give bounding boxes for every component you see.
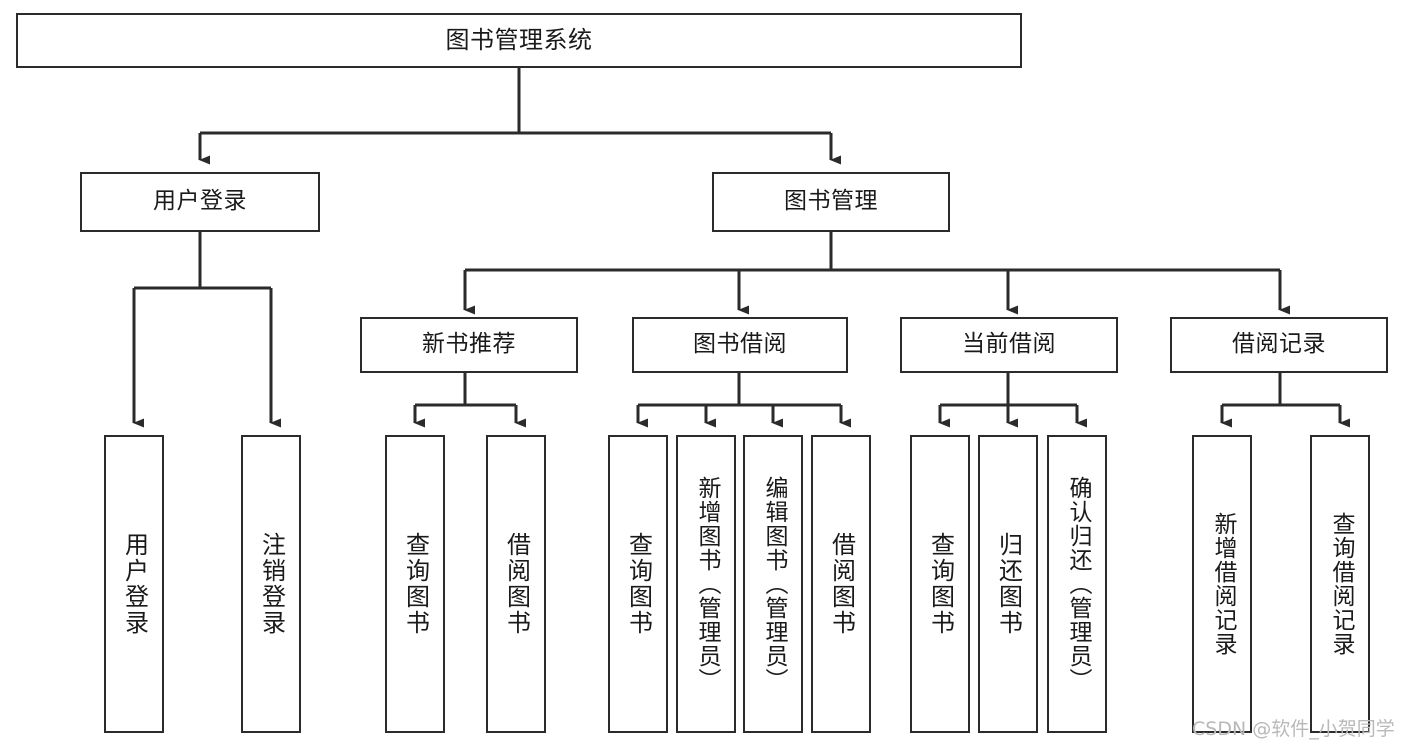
node-leaf-confirm-return-label: 确认归还（管理员） <box>1064 476 1091 692</box>
node-root[interactable]: 图书管理系统 <box>16 13 1022 68</box>
node-leaf-query-record[interactable]: 查询借阅记录 <box>1310 435 1370 733</box>
node-leaf-query-book-1[interactable]: 查询图书 <box>385 435 445 733</box>
node-leaf-query-book-1-label: 查询图书 <box>401 532 430 636</box>
node-leaf-borrow-book-2[interactable]: 借阅图书 <box>811 435 871 733</box>
node-leaf-query-record-label: 查询借阅记录 <box>1327 512 1354 656</box>
node-new-book-recommend-label: 新书推荐 <box>422 331 516 358</box>
node-user-login-label: 用户登录 <box>153 188 247 215</box>
node-book-manage-label: 图书管理 <box>784 188 878 215</box>
node-leaf-add-book-label: 新增图书（管理员） <box>693 476 720 692</box>
node-user-login[interactable]: 用户登录 <box>80 172 320 232</box>
node-leaf-add-record[interactable]: 新增借阅记录 <box>1192 435 1252 733</box>
node-book-manage[interactable]: 图书管理 <box>712 172 950 232</box>
node-leaf-query-book-2[interactable]: 查询图书 <box>608 435 668 733</box>
node-new-book-recommend[interactable]: 新书推荐 <box>360 317 578 373</box>
node-leaf-query-book-3-label: 查询图书 <box>926 532 955 636</box>
node-leaf-edit-book[interactable]: 编辑图书（管理员） <box>743 435 803 733</box>
node-leaf-user-login-label: 用户登录 <box>120 532 149 636</box>
node-leaf-borrow-book-1-label: 借阅图书 <box>502 532 531 636</box>
csdn-watermark: CSDN @软件_小贺同学 <box>1192 718 1395 740</box>
node-leaf-edit-book-label: 编辑图书（管理员） <box>760 476 787 692</box>
node-root-label: 图书管理系统 <box>445 26 593 55</box>
node-leaf-borrow-book-2-label: 借阅图书 <box>827 532 856 636</box>
node-current-borrow[interactable]: 当前借阅 <box>900 317 1118 373</box>
node-current-borrow-label: 当前借阅 <box>962 331 1056 358</box>
node-leaf-logout-label: 注销登录 <box>257 532 286 636</box>
node-borrow-record[interactable]: 借阅记录 <box>1170 317 1388 373</box>
node-leaf-query-book-2-label: 查询图书 <box>624 532 653 636</box>
node-leaf-user-login[interactable]: 用户登录 <box>104 435 164 733</box>
node-leaf-logout[interactable]: 注销登录 <box>241 435 301 733</box>
node-book-borrow-label: 图书借阅 <box>693 331 787 358</box>
node-leaf-borrow-book-1[interactable]: 借阅图书 <box>486 435 546 733</box>
node-leaf-confirm-return[interactable]: 确认归还（管理员） <box>1047 435 1107 733</box>
node-leaf-query-book-3[interactable]: 查询图书 <box>910 435 970 733</box>
node-book-borrow[interactable]: 图书借阅 <box>632 317 848 373</box>
node-leaf-add-book[interactable]: 新增图书（管理员） <box>676 435 736 733</box>
node-leaf-add-record-label: 新增借阅记录 <box>1209 512 1236 656</box>
node-leaf-return-book-label: 归还图书 <box>994 532 1023 636</box>
node-borrow-record-label: 借阅记录 <box>1232 331 1326 358</box>
node-leaf-return-book[interactable]: 归还图书 <box>978 435 1038 733</box>
